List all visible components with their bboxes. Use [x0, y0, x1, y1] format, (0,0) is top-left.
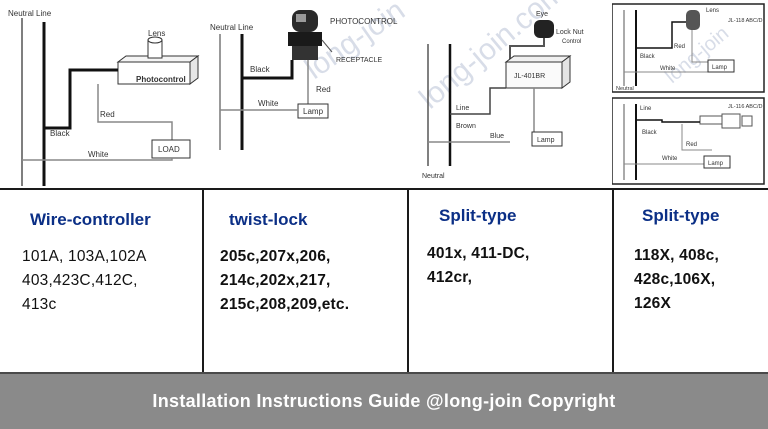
- lens-label: Lens: [148, 29, 165, 38]
- lamp-label: Lamp: [537, 137, 555, 144]
- lamp-label: Lamp: [708, 161, 724, 167]
- red-wire-label: Red: [674, 44, 685, 50]
- model-line: 401x, 411-DC,: [427, 245, 530, 262]
- lens-label: Lens: [706, 8, 719, 14]
- split-type-118-diagram: long-join Lens JL-118 ABC/D Black Red Wh…: [612, 0, 768, 186]
- column-title: Wire-controller: [30, 210, 151, 229]
- photocontrol-label: Photocontrol: [136, 75, 186, 84]
- black-wire-label: Black: [50, 129, 71, 138]
- model-line: 403,423C,412C,: [22, 272, 138, 289]
- column-split-type-1: Split-type 401x, 411-DC, 412cr,: [409, 192, 612, 370]
- neutral-label: Neutral: [616, 86, 634, 92]
- model-line: 215c,208,209,etc.: [220, 296, 350, 313]
- model-line: 101A, 103A,102A: [22, 248, 147, 265]
- grid-line-top: [0, 188, 768, 190]
- neutral-line-label: Neutral Line: [210, 23, 254, 32]
- column-split-type-2: Split-type 118X, 408c, 428c,106X, 126X: [614, 192, 768, 370]
- lamp-label: Lamp: [712, 65, 728, 71]
- black-wire-label: Black: [642, 130, 658, 136]
- grid-divider-2: [407, 188, 409, 372]
- white-wire-label: White: [258, 99, 279, 108]
- footer-banner: Installation Instructions Guide @long-jo…: [0, 372, 768, 429]
- twist-lock-diagram: long-join.com Neutral Line PHOTOCONTROL …: [204, 0, 406, 186]
- model-list: 118X, 408c, 428c,106X, 126X: [634, 244, 719, 316]
- column-twist-lock: twist-lock 205c,207x,206, 214c,202x,217,…: [204, 192, 407, 370]
- column-title: Split-type: [439, 206, 517, 225]
- neutral-line-label: Neutral Line: [8, 9, 52, 18]
- model-line: 205c,207x,206,: [220, 248, 331, 265]
- brown-wire-label: Brown: [456, 123, 476, 130]
- model-list: 101A, 103A,102A 403,423C,412C, 413c: [22, 245, 147, 317]
- control-model-label: JL-401BR: [514, 73, 545, 80]
- model-line: 412cr,: [427, 269, 473, 286]
- grid-divider-1: [202, 188, 204, 372]
- model-list: 401x, 411-DC, 412cr,: [427, 242, 530, 290]
- model-line: 428c,106X,: [634, 271, 716, 288]
- wire-controller-diagram: Neutral Line Lens Photocontrol Black Red…: [0, 0, 200, 186]
- model-line: 214c,202x,217,: [220, 272, 331, 289]
- control-model-label: JL-118 ABC/D: [728, 18, 762, 24]
- line-label: Line: [456, 105, 469, 112]
- control-label: Control: [562, 39, 581, 45]
- column-title: twist-lock: [229, 210, 308, 229]
- white-wire-label: White: [662, 156, 678, 162]
- footer-text: Installation Instructions Guide @long-jo…: [152, 391, 616, 411]
- grid-divider-3: [612, 188, 614, 372]
- neutral-label: Neutral: [422, 173, 445, 180]
- model-line: 118X, 408c,: [634, 247, 719, 264]
- column-title: Split-type: [642, 206, 720, 225]
- red-wire-label: Red: [686, 142, 697, 148]
- white-wire-label: White: [88, 150, 109, 159]
- load-label: LOAD: [158, 145, 180, 154]
- red-wire-label: Red: [316, 85, 331, 94]
- lock-nut-label: Lock Nut: [556, 29, 584, 36]
- eye-label: Eye: [536, 11, 548, 18]
- control-model-label: JL-116 ABC/D: [728, 104, 762, 110]
- model-line: 413c: [22, 296, 57, 313]
- black-wire-label: Black: [250, 65, 271, 74]
- model-list: 205c,207x,206, 214c,202x,217, 215c,208,2…: [220, 245, 349, 317]
- line-label: Line: [640, 106, 652, 112]
- red-wire-label: Red: [100, 110, 115, 119]
- white-wire-label: White: [660, 66, 676, 72]
- column-wire-controller: Wire-controller 101A, 103A,102A 403,423C…: [0, 192, 202, 370]
- lamp-label: Lamp: [303, 107, 324, 116]
- black-wire-label: Black: [640, 54, 656, 60]
- receptacle-label: RECEPTACLE: [336, 57, 382, 64]
- split-type-401-diagram: long-join.com Eye Lock Nut Control JL-40…: [410, 0, 610, 186]
- photocontrol-label: PHOTOCONTROL: [330, 17, 398, 26]
- model-line: 126X: [634, 295, 671, 312]
- blue-wire-label: Blue: [490, 133, 504, 140]
